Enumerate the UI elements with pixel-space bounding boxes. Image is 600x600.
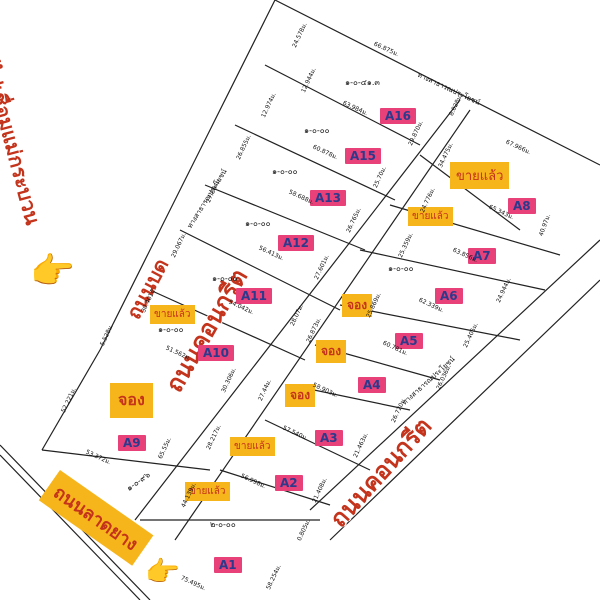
plot-label-a1: A1 — [214, 557, 242, 573]
top-boundary — [274, 0, 600, 166]
plot-label-a12: A12 — [278, 235, 314, 251]
plot-label-a3: A3 — [315, 430, 343, 446]
plot-status-a8-secondary: ขายแล้ว — [408, 207, 453, 226]
pointing-hand-icon: 👉 — [30, 251, 75, 292]
plot-area-a7: ๑-๐-๐๐ — [388, 264, 414, 273]
plot-label-a11: A11 — [236, 288, 272, 304]
plot-area-a10: ๑-๐-๐๐ — [158, 325, 184, 334]
bottom-road-edge-upper — [0, 454, 141, 600]
plot-label-a15: A15 — [345, 148, 381, 164]
plot-area-a13: ๑-๐-๐๐ — [272, 167, 298, 176]
plot-status-a3: ขายแล้ว — [230, 437, 275, 456]
plot-status-a5: จอง — [316, 340, 347, 363]
main-road-edge-left — [134, 99, 461, 521]
plot-status-a9: จอง — [110, 383, 153, 418]
plot-area-a16: ๑-๐-๔๑.๓ — [345, 78, 380, 87]
plot-area-a11: ๑-๐-๐๐ — [212, 274, 238, 283]
pointing-hand-icon-bottom: 👉 — [145, 555, 180, 588]
plot-label-a10: A10 — [198, 345, 234, 361]
plot-area-a15: ๑-๐-๐๐ — [304, 126, 330, 135]
plot-status-a2: ขายแล้ว — [185, 482, 230, 501]
plot-label-a7: A7 — [468, 248, 496, 264]
plot-label-a5: A5 — [395, 333, 423, 349]
plot-status-a10: ขายแล้ว — [150, 305, 195, 324]
plot-label-a4: A4 — [358, 377, 386, 393]
plot-label-a6: A6 — [435, 288, 463, 304]
left-road-edge — [99, 0, 276, 351]
plot-label-a13: A13 — [310, 190, 346, 206]
plot-area-a12: ๑-๐-๐๐ — [245, 219, 271, 228]
plot-label-a8: A8 — [508, 198, 536, 214]
plot-label-a16: A16 — [380, 108, 416, 124]
plot-label-a9: A9 — [118, 435, 146, 451]
plot-status-a4: จอง — [285, 384, 316, 407]
plot-status-a6: จอง — [342, 294, 373, 317]
plot-label-a2: A2 — [275, 475, 303, 491]
main-road-edge-right — [174, 109, 471, 541]
plot-status-a8: ขายแล้ว — [450, 162, 510, 189]
plot-area-a1: ๒-๐-๐๐ — [210, 520, 236, 529]
